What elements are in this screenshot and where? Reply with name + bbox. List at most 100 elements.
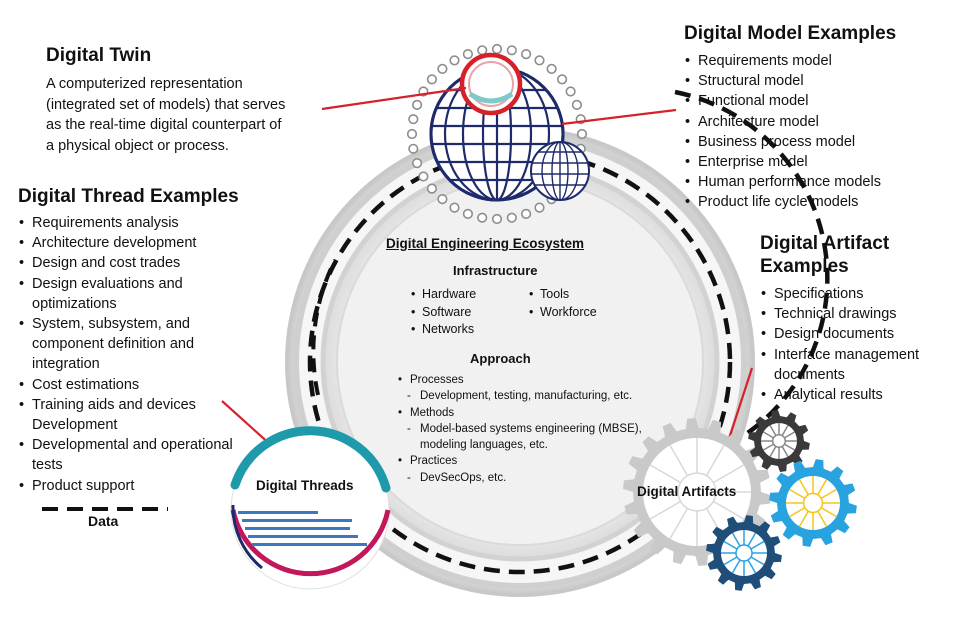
model-example-item-text: Structural model [698, 73, 804, 90]
thread-example-item-text: Cost estimations [32, 376, 140, 393]
model-example-item-text: Business process model [698, 133, 856, 150]
infrastructure-item-text: Software [422, 304, 472, 319]
thread-example-item-text: Design and cost trades [32, 255, 181, 272]
bead-dot [556, 74, 568, 85]
bead-dot [412, 99, 423, 110]
approach-category: Processes [398, 372, 678, 389]
artifact-example-item-text: Design documents [774, 326, 895, 343]
data-dashed-arc-left [311, 259, 337, 396]
ecosystem-title: Digital Engineering Ecosystem [386, 236, 585, 251]
thread-arc-dark [231, 504, 263, 570]
bead-dot [426, 74, 438, 85]
digital-twin-line: a physical object or process. [46, 137, 229, 154]
thread-example-item: Cost estimations [19, 375, 268, 395]
bead-dot [576, 128, 588, 140]
twin-connector [321, 86, 467, 111]
approach-title: Approach [470, 351, 531, 366]
thread-example-item-text: Training aids and devices [32, 396, 196, 413]
thread-example-item: Design evaluations and optimizations [19, 274, 268, 314]
data-legend-label: Data [88, 513, 119, 529]
artifact-example-item-text: Interface management [774, 346, 920, 363]
thread-example-item-text: Requirements analysis [32, 215, 179, 231]
thread-example-item-text: tests [32, 457, 63, 474]
digital-twin-title: Digital Twin [46, 45, 152, 66]
infrastructure-item: Tools [529, 286, 597, 304]
model-connector [561, 108, 677, 126]
infrastructure-item-text: Workforce [540, 304, 597, 319]
gear-icon [748, 410, 810, 472]
artifact-example-item-text: documents [774, 366, 845, 383]
infrastructure-item: Networks [411, 321, 476, 339]
model-example-item: Functional model [685, 91, 944, 111]
approach-detail: DevSecOps, etc. [398, 470, 678, 487]
thread-example-item-text: optimizations [32, 295, 117, 312]
model-example-item: Requirements model [685, 51, 944, 71]
thread-example-item-text: component definition and [32, 336, 195, 353]
thread-example-item: Product support [19, 476, 268, 496]
digital-threads-label: Digital Threads [256, 478, 354, 493]
model-example-item-text: Architecture model [698, 113, 819, 130]
digital-artifact-title-line: Examples [760, 256, 849, 277]
bead-dot [534, 55, 545, 66]
gear-icon [769, 459, 857, 547]
model-example-item-text: Functional model [698, 93, 809, 110]
artifact-example-item-text: Analytical results [774, 387, 883, 404]
digital-artifact-examples-title: Digital Artifact Examples [760, 232, 950, 278]
thread-example-item-text: Developmental and operational [32, 437, 233, 454]
thread-example-item: Architecture development [19, 233, 268, 253]
bead-dot [449, 202, 460, 213]
model-example-item-text: Product life cycle models [698, 194, 859, 211]
approach-category: Methods [398, 405, 678, 422]
artifact-example-item: Design documents [761, 324, 950, 344]
digital-threads-graphic [230, 426, 391, 590]
small-globe-icon [530, 141, 590, 201]
bead-dot [571, 99, 583, 110]
thread-example-item: Developmental and operational tests [19, 435, 268, 475]
approach-detail: Development, testing, manufacturing, etc… [398, 388, 678, 405]
digital-twin-line: A computerized representation [46, 76, 243, 92]
model-example-item: Structural model [685, 71, 944, 91]
digital-artifact-list: SpecificationsTechnical drawingsDesign d… [760, 284, 950, 405]
digital-twin-block: Digital Twin A computerized representati… [46, 44, 321, 156]
digital-twin-line: as the real-time digital counterpart of [46, 117, 282, 133]
bead-dot [477, 212, 488, 223]
model-example-item: Business process model [685, 132, 944, 152]
twin-highlight-icon [459, 52, 523, 116]
approach-category: Practices [398, 453, 678, 470]
model-example-item: Architecture model [685, 112, 944, 132]
artifact-example-item: Specifications [761, 284, 950, 304]
artifact-example-item-text: Specifications [774, 286, 864, 302]
bead-dot [412, 158, 423, 169]
digital-artifacts-label: Digital Artifacts [637, 484, 737, 499]
digital-artifact-examples-block: Digital Artifact Examples Specifications… [760, 232, 950, 405]
bead-dot [520, 208, 532, 219]
bead-dot [426, 183, 438, 194]
thread-example-item-text: Architecture development [32, 235, 197, 252]
infrastructure-item-text: Networks [422, 322, 475, 336]
digital-thread-list: Requirements analysisArchitecture develo… [18, 213, 268, 496]
digital-model-examples-title: Digital Model Examples [684, 23, 897, 44]
thread-example-item: Design and cost trades [19, 253, 268, 273]
bead-dot [565, 86, 576, 97]
thread-example-item-text: Product support [32, 477, 135, 494]
bead-dot [449, 55, 460, 66]
bead-dot [491, 43, 503, 55]
bead-dot [437, 194, 448, 205]
digital-thread-examples-title: Digital Thread Examples [18, 186, 239, 207]
thread-example-item: Requirements analysis [19, 213, 268, 233]
bead-dot [408, 143, 419, 154]
bead-dot [406, 128, 418, 140]
infrastructure-item: Hardware [411, 286, 476, 304]
bead-dot [462, 48, 474, 60]
approach-list: ProcessesDevelopment, testing, manufactu… [398, 372, 678, 486]
model-example-item-text: Requirements model [698, 53, 832, 69]
bead-dot [520, 48, 532, 60]
bead-dot [546, 63, 557, 74]
approach-detail: modeling languages, etc. [420, 439, 548, 452]
thread-example-item-text: Design evaluations and [32, 275, 183, 292]
digital-model-examples-block: Digital Model Examples Requirements mode… [684, 22, 944, 213]
bead-dot [418, 171, 429, 182]
thread-bars [238, 511, 367, 546]
